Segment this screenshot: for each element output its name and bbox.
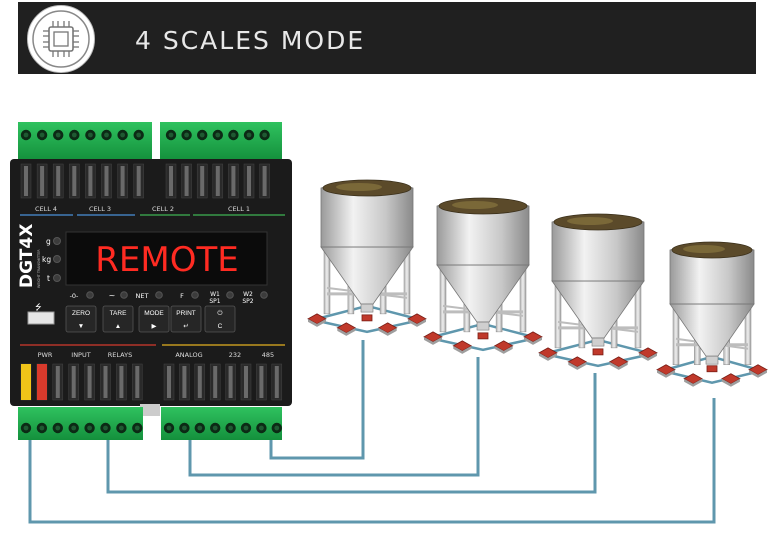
keypad-button-2[interactable]: MODE ▶ <box>138 305 170 333</box>
group-485: 485 <box>262 351 274 359</box>
keypad: ZERO▼TARE▲MODE▶PRINT↵⏻C <box>65 305 236 333</box>
led-label-net: NET <box>136 292 149 300</box>
silo-1 <box>307 179 427 336</box>
group-232: 232 <box>229 351 241 359</box>
usb-port[interactable]: ⭍ <box>27 303 55 325</box>
button-symbol: C <box>218 323 223 330</box>
button-symbol: ↵ <box>183 323 188 330</box>
silo-group <box>307 179 768 387</box>
button-symbol: ▲ <box>115 323 121 330</box>
display-readout: REMOTE <box>95 240 238 280</box>
led-label-stable: ~ <box>109 291 116 300</box>
junction-box <box>477 332 489 340</box>
usb-icon: ⭍ <box>35 303 42 312</box>
keypad-button-0[interactable]: ZERO ▼ <box>65 305 97 333</box>
unit-g: g <box>46 237 51 246</box>
keypad-button-3[interactable]: PRINT ↵ <box>170 305 202 333</box>
pwr-pin-negative <box>37 364 47 400</box>
button-symbol: ▶ <box>152 323 158 330</box>
group-cell-2: CELL 2 <box>152 205 174 213</box>
led-label-w1: W1 <box>210 291 220 298</box>
button-label: TARE <box>110 310 128 317</box>
status-led-row: -0- ~ NET F W1 SP1 W2 SP2 <box>70 291 268 305</box>
group-pwr: PWR <box>38 351 53 359</box>
display-window <box>65 231 268 286</box>
bottom-pin-labels <box>20 363 283 401</box>
unit-kg: kg <box>42 255 51 264</box>
brand-subtitle: WEIGHT TRANSMITTER <box>37 249 41 288</box>
group-input: INPUT <box>71 351 90 359</box>
chip-icon-badge <box>27 5 95 73</box>
button-label: MODE <box>144 310 164 317</box>
group-analog: ANALOG <box>175 351 202 359</box>
page-title: 4 SCALES MODE <box>135 26 366 55</box>
cable-group <box>28 340 716 524</box>
brand-text: DGT4X <box>17 224 37 288</box>
button-label: ZERO <box>72 310 90 317</box>
group-cell-3: CELL 3 <box>89 205 111 213</box>
silo-4 <box>656 241 768 387</box>
cable-scale-1 <box>269 340 365 460</box>
cable-scale-4 <box>28 398 716 524</box>
button-label: ⏻ <box>217 310 222 317</box>
button-label: PRINT <box>176 310 196 317</box>
unit-indicators: g kg t <box>42 237 61 283</box>
led-label-sp2: SP2 <box>242 298 253 305</box>
button-symbol: ▼ <box>78 323 84 330</box>
silo-2 <box>423 197 543 354</box>
top-terminal-blocks <box>18 122 282 160</box>
top-terminal-holes <box>20 129 270 141</box>
group-cell-1: CELL 1 <box>228 205 250 213</box>
top-pin-labels <box>20 163 270 199</box>
group-relays: RELAYS <box>108 351 132 359</box>
bottom-group-labels: PWR INPUT RELAYS ANALOG 232 485 <box>20 344 285 359</box>
din-clip <box>140 404 160 416</box>
header-banner <box>18 2 756 74</box>
pwr-pin-positive <box>21 364 31 400</box>
cable-scale-3 <box>106 373 597 494</box>
junction-box <box>592 348 604 356</box>
keypad-button-1[interactable]: TARE ▲ <box>102 305 134 333</box>
group-cell-4: CELL 4 <box>35 205 57 213</box>
led-label-zero: -0- <box>70 292 79 300</box>
junction-box <box>361 314 373 322</box>
keypad-button-4[interactable]: ⏻C <box>204 305 236 333</box>
silo-3 <box>538 213 658 370</box>
chip-icon <box>32 10 90 68</box>
unit-t: t <box>47 274 50 283</box>
led-label-w2: W2 <box>243 291 253 298</box>
led-label-f: F <box>180 292 184 300</box>
led-label-sp1: SP1 <box>209 298 220 305</box>
brand-logo: DGT4X WEIGHT TRANSMITTER <box>17 224 41 288</box>
bottom-terminal-holes <box>20 422 282 434</box>
cable-scale-2 <box>188 357 480 477</box>
junction-box <box>706 365 718 373</box>
top-group-labels: CELL 4 CELL 3 CELL 2 CELL 1 <box>20 205 285 216</box>
